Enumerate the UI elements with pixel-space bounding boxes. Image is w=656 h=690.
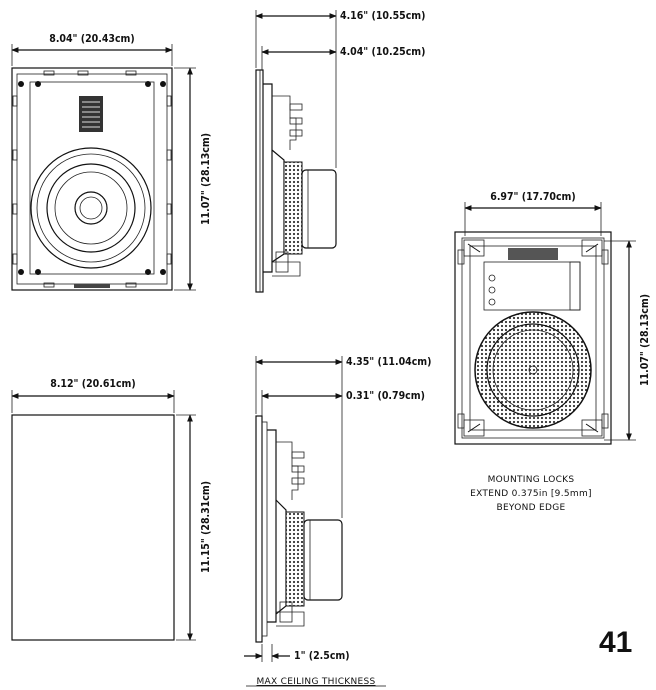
cutout-width-label: 6.97" (17.70cm) xyxy=(490,191,575,203)
cutout-height-label: 11.07" (28.13cm) xyxy=(639,294,651,386)
side-depth-total-label: 4.16" (10.55cm) xyxy=(340,10,425,22)
side-view-installed xyxy=(255,415,343,643)
mounting-note-line1: MOUNTING LOCKS xyxy=(488,475,575,485)
side-depth-back-label: 4.04" (10.25cm) xyxy=(340,46,425,58)
front-view xyxy=(11,67,173,291)
front-height-label: 11.07" (28.13cm) xyxy=(200,133,212,225)
front-width-label: 8.04" (20.43cm) xyxy=(49,33,134,45)
page-number: 41 xyxy=(599,626,633,659)
side2-flange-label: 0.31" (0.79cm) xyxy=(346,390,425,402)
side-view xyxy=(255,69,337,293)
side2-depth-label: 4.35" (11.04cm) xyxy=(346,356,431,368)
mounting-note-line3: BEYOND EDGE xyxy=(496,503,565,513)
grille-view xyxy=(11,414,175,641)
ceiling-thickness-label: 1" (2.5cm) xyxy=(294,650,350,662)
grille-height-label: 11.15" (28.31cm) xyxy=(200,481,212,573)
mounting-note-line2: EXTEND 0.375in [9.5mm] xyxy=(470,489,592,499)
grille-width-label: 8.12" (20.61cm) xyxy=(50,378,135,390)
max-ceiling-label: MAX CEILING THICKNESS xyxy=(256,677,375,687)
back-view xyxy=(454,231,612,445)
